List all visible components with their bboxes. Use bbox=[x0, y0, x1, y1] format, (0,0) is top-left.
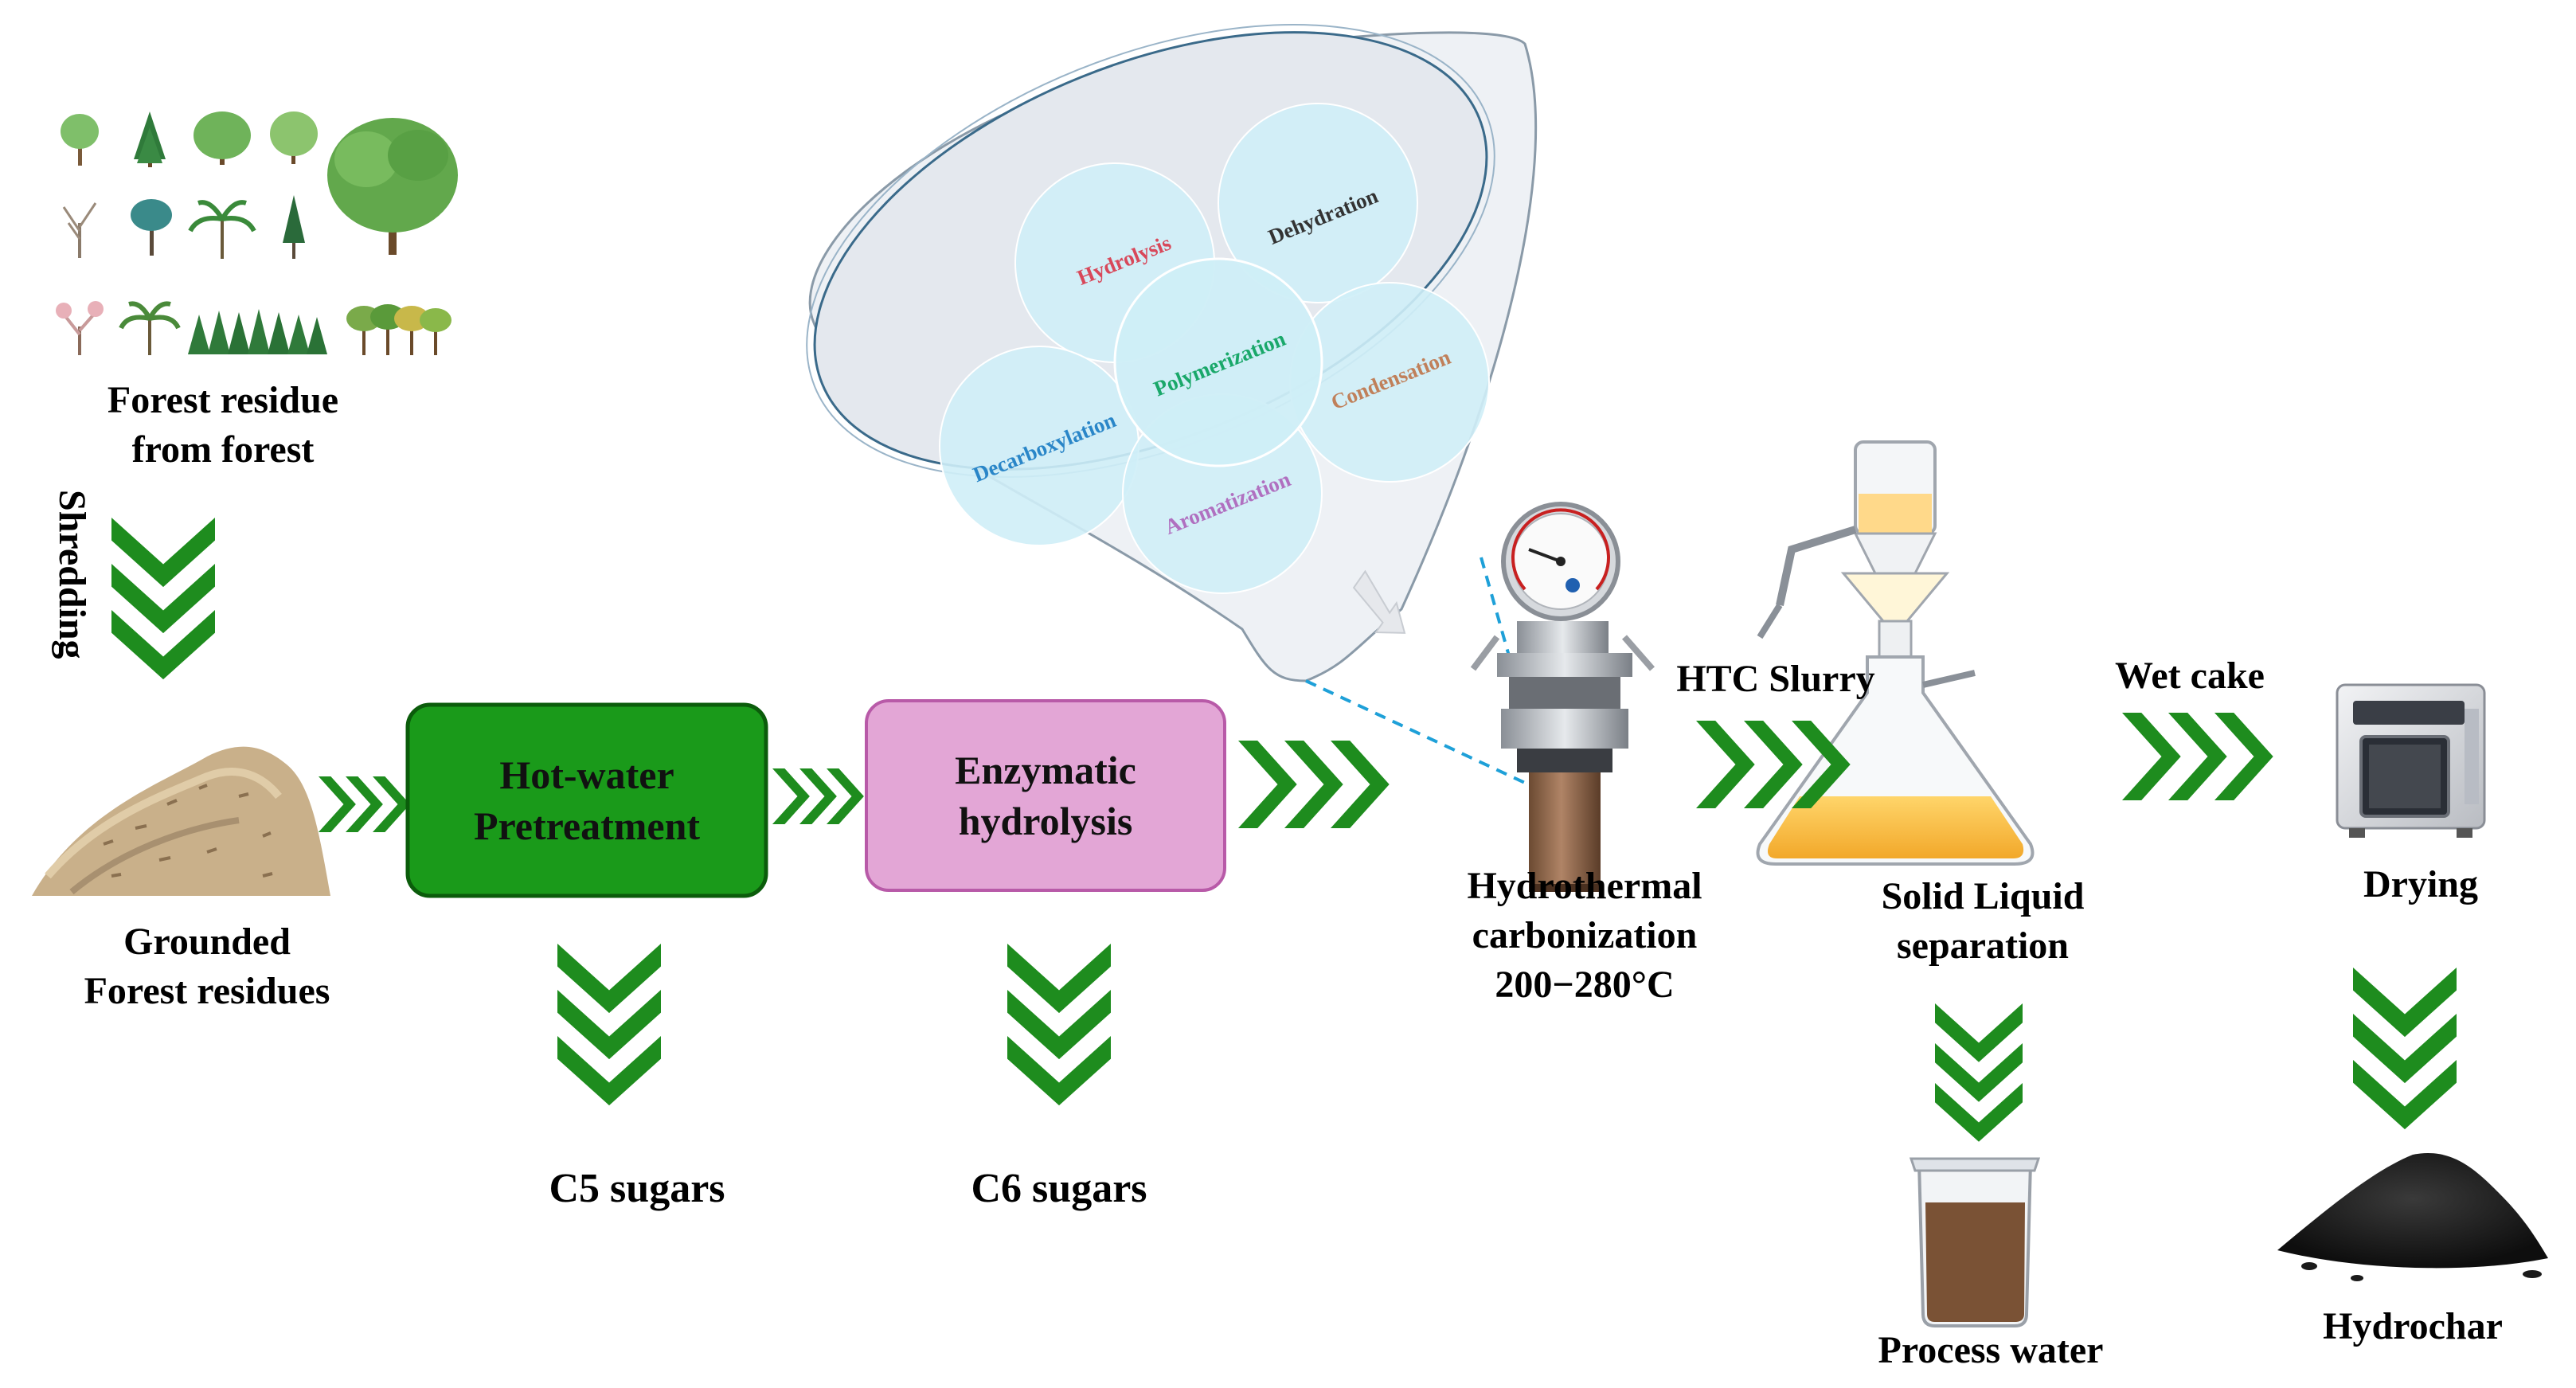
grounded-residues-label: Grounded Forest residues bbox=[48, 917, 366, 1016]
drying-label: Drying bbox=[2363, 863, 2478, 905]
chevron-arrow-icon bbox=[2353, 1060, 2457, 1130]
chevron-arrow-icon bbox=[111, 610, 215, 680]
chevron-arrow-icon bbox=[799, 768, 837, 824]
flow-arrows bbox=[111, 518, 2457, 1142]
chevrons-c5 bbox=[557, 944, 661, 1106]
chevron-arrow-icon bbox=[557, 990, 661, 1060]
chevron-arrow-icon bbox=[1935, 1003, 2023, 1062]
htc-line1: Hydrothermal bbox=[1467, 865, 1702, 907]
chevron-arrow-icon bbox=[1284, 741, 1343, 828]
htc-line2: carbonization bbox=[1472, 914, 1698, 956]
wood-chips-pile-icon bbox=[32, 746, 330, 896]
hydrochar-label: Hydrochar bbox=[2323, 1305, 2503, 1347]
chevron-arrow-icon bbox=[1007, 990, 1111, 1060]
chevron-arrow-icon bbox=[827, 768, 864, 824]
process-water-beaker-icon bbox=[1909, 1157, 2041, 1327]
forest-residue-line2: from forest bbox=[131, 428, 315, 471]
chevron-arrow-icon bbox=[557, 1036, 661, 1106]
process-water-label: Process water bbox=[1878, 1329, 2104, 1371]
drying-oven-icon bbox=[2336, 683, 2486, 838]
chevrons-process-water bbox=[1935, 1003, 2023, 1142]
filtration-flask-icon bbox=[1756, 440, 2035, 866]
chevron-arrow-icon bbox=[772, 768, 810, 824]
chevron-arrow-icon bbox=[1744, 721, 1803, 808]
chevrons-hydrochar bbox=[2353, 968, 2457, 1130]
chevron-arrow-icon bbox=[1792, 721, 1851, 808]
enzymatic-box-shape bbox=[865, 699, 1226, 892]
grounded-line1: Grounded bbox=[123, 921, 291, 963]
chevron-arrow-icon bbox=[2353, 1014, 2457, 1084]
chevrons-wet-cake bbox=[2122, 713, 2273, 800]
htc-reactor-icon bbox=[1470, 502, 1655, 892]
solid-liquid-separation-label: Solid Liquid separation bbox=[1831, 872, 2134, 971]
chevron-arrow-icon bbox=[111, 564, 215, 634]
hotwater-pretreatment-box: Hot-water Pretreatment bbox=[408, 705, 766, 896]
enzymatic-line2: hydrolysis bbox=[958, 799, 1133, 843]
reaction-mechanisms-funnel bbox=[806, 24, 1550, 797]
htc-slurry-label: HTC Slurry bbox=[1676, 658, 1875, 700]
htc-label: Hydrothermal carbonization 200−280°C bbox=[1425, 862, 1744, 1010]
chevrons-shredding bbox=[111, 518, 215, 680]
forest-residue-line1: Forest residue bbox=[107, 379, 339, 421]
solid-liquid-line1: Solid Liquid bbox=[1881, 875, 2085, 917]
forest-trees-icon bbox=[56, 111, 458, 355]
chevron-arrow-icon bbox=[111, 518, 215, 588]
chevron-arrow-icon bbox=[319, 776, 356, 832]
chevron-arrow-icon bbox=[2168, 713, 2227, 800]
chevrons-to-reactor bbox=[1238, 741, 1390, 828]
chevron-arrow-icon bbox=[1007, 944, 1111, 1014]
chevron-arrow-icon bbox=[1007, 1036, 1111, 1106]
solid-liquid-line2: separation bbox=[1897, 925, 2069, 967]
chevrons-to-hotwater bbox=[319, 776, 410, 832]
chevron-arrow-icon bbox=[1331, 741, 1390, 828]
chevrons-to-enzymatic bbox=[772, 768, 864, 824]
chevrons-c6 bbox=[1007, 944, 1111, 1106]
enzymatic-line1: Enzymatic bbox=[955, 748, 1136, 792]
hydrochar-pile-icon bbox=[2277, 1153, 2548, 1281]
shredding-label: Shredding bbox=[51, 490, 93, 659]
chevron-arrow-icon bbox=[373, 776, 410, 832]
forest-residue-label: Forest residue from forest bbox=[80, 376, 366, 475]
chevron-arrow-icon bbox=[1935, 1083, 2023, 1142]
hotwater-line1: Hot-water bbox=[499, 753, 674, 797]
hotwater-line2: Pretreatment bbox=[473, 803, 701, 848]
grounded-line2: Forest residues bbox=[84, 970, 330, 1012]
chevron-arrow-icon bbox=[557, 944, 661, 1014]
chevron-arrow-icon bbox=[1696, 721, 1755, 808]
hotwater-box-shape bbox=[405, 702, 768, 898]
chevron-arrow-icon bbox=[2353, 968, 2457, 1038]
chevron-arrow-icon bbox=[346, 776, 383, 832]
chevron-arrow-icon bbox=[1238, 741, 1297, 828]
chevron-arrow-icon bbox=[2214, 713, 2273, 800]
chevrons-htc-slurry bbox=[1696, 721, 1851, 808]
wet-cake-label: Wet cake bbox=[2115, 655, 2265, 697]
chevron-arrow-icon bbox=[2122, 713, 2181, 800]
enzymatic-hydrolysis-box: Enzymatic hydrolysis bbox=[866, 701, 1225, 890]
c5-sugars-label: C5 sugars bbox=[549, 1166, 725, 1211]
htc-temperature: 200−280°C bbox=[1495, 964, 1675, 1006]
c6-sugars-label: C6 sugars bbox=[971, 1166, 1147, 1211]
chevron-arrow-icon bbox=[1935, 1043, 2023, 1102]
